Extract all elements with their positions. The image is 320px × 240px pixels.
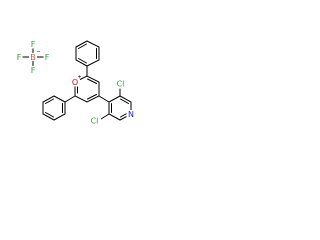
phenyl-ring-bottom — [42, 95, 66, 121]
bond-to-chlorine-bottom — [100, 113, 110, 120]
mask-boron — [29, 53, 37, 61]
bond-pyrylium-to-phenyl-bottom — [64, 95, 76, 103]
phenyl-bottom-inner-bond-2 — [45, 98, 54, 104]
mask-f-bottom — [29, 66, 37, 74]
mask-f-right — [43, 53, 51, 61]
chemical-structure-diagram: B − F F F F O + — [15, 40, 136, 126]
nitrogen-atom-label: N — [128, 110, 134, 119]
phenyl-top-inner-bond-1 — [78, 43, 87, 49]
mask-f-left — [15, 53, 23, 61]
boron-atom-label: B — [30, 53, 36, 62]
mask-chlorine-bottom — [88, 116, 101, 125]
pyrylium-inner-bond-1 — [87, 78, 97, 84]
chlorine-atom-label-bottom: Cl — [91, 117, 99, 126]
fluorine-atom-label-left: F — [17, 53, 22, 62]
pyridine-inner-bond-2 — [120, 98, 129, 104]
mask-nitrogen — [126, 110, 136, 118]
pyrylium-ring: O + — [71, 75, 100, 103]
fluorine-atom-label-bottom: F — [31, 66, 36, 75]
fluorine-atom-label-right: F — [45, 53, 50, 62]
mask-f-top — [29, 40, 37, 49]
fluorine-atom-label-top: F — [31, 40, 36, 49]
bond-pyrylium-to-pyridine — [98, 95, 110, 103]
pyrylium-inner-bond-2 — [87, 94, 97, 100]
chlorine-atom-label-top: Cl — [117, 80, 125, 89]
phenyl-top-inner-bond-3 — [78, 58, 87, 64]
phenyl-bottom-inner-bond-3 — [45, 112, 54, 118]
tetrafluoroborate-anion: B − F F F F — [15, 40, 51, 75]
oxygen-atom-label: O — [72, 78, 78, 87]
phenyl-bottom-ring-outline — [42, 95, 66, 121]
boron-charge-label: − — [36, 49, 40, 55]
phenyl-ring-top — [75, 40, 100, 67]
mask-chlorine-top — [114, 79, 127, 88]
mask-oxygen — [71, 78, 80, 87]
oxygen-charge-label: + — [77, 75, 81, 81]
dichloropyridine-ring: N Cl Cl — [88, 79, 136, 126]
phenyl-top-ring-outline — [75, 40, 100, 67]
